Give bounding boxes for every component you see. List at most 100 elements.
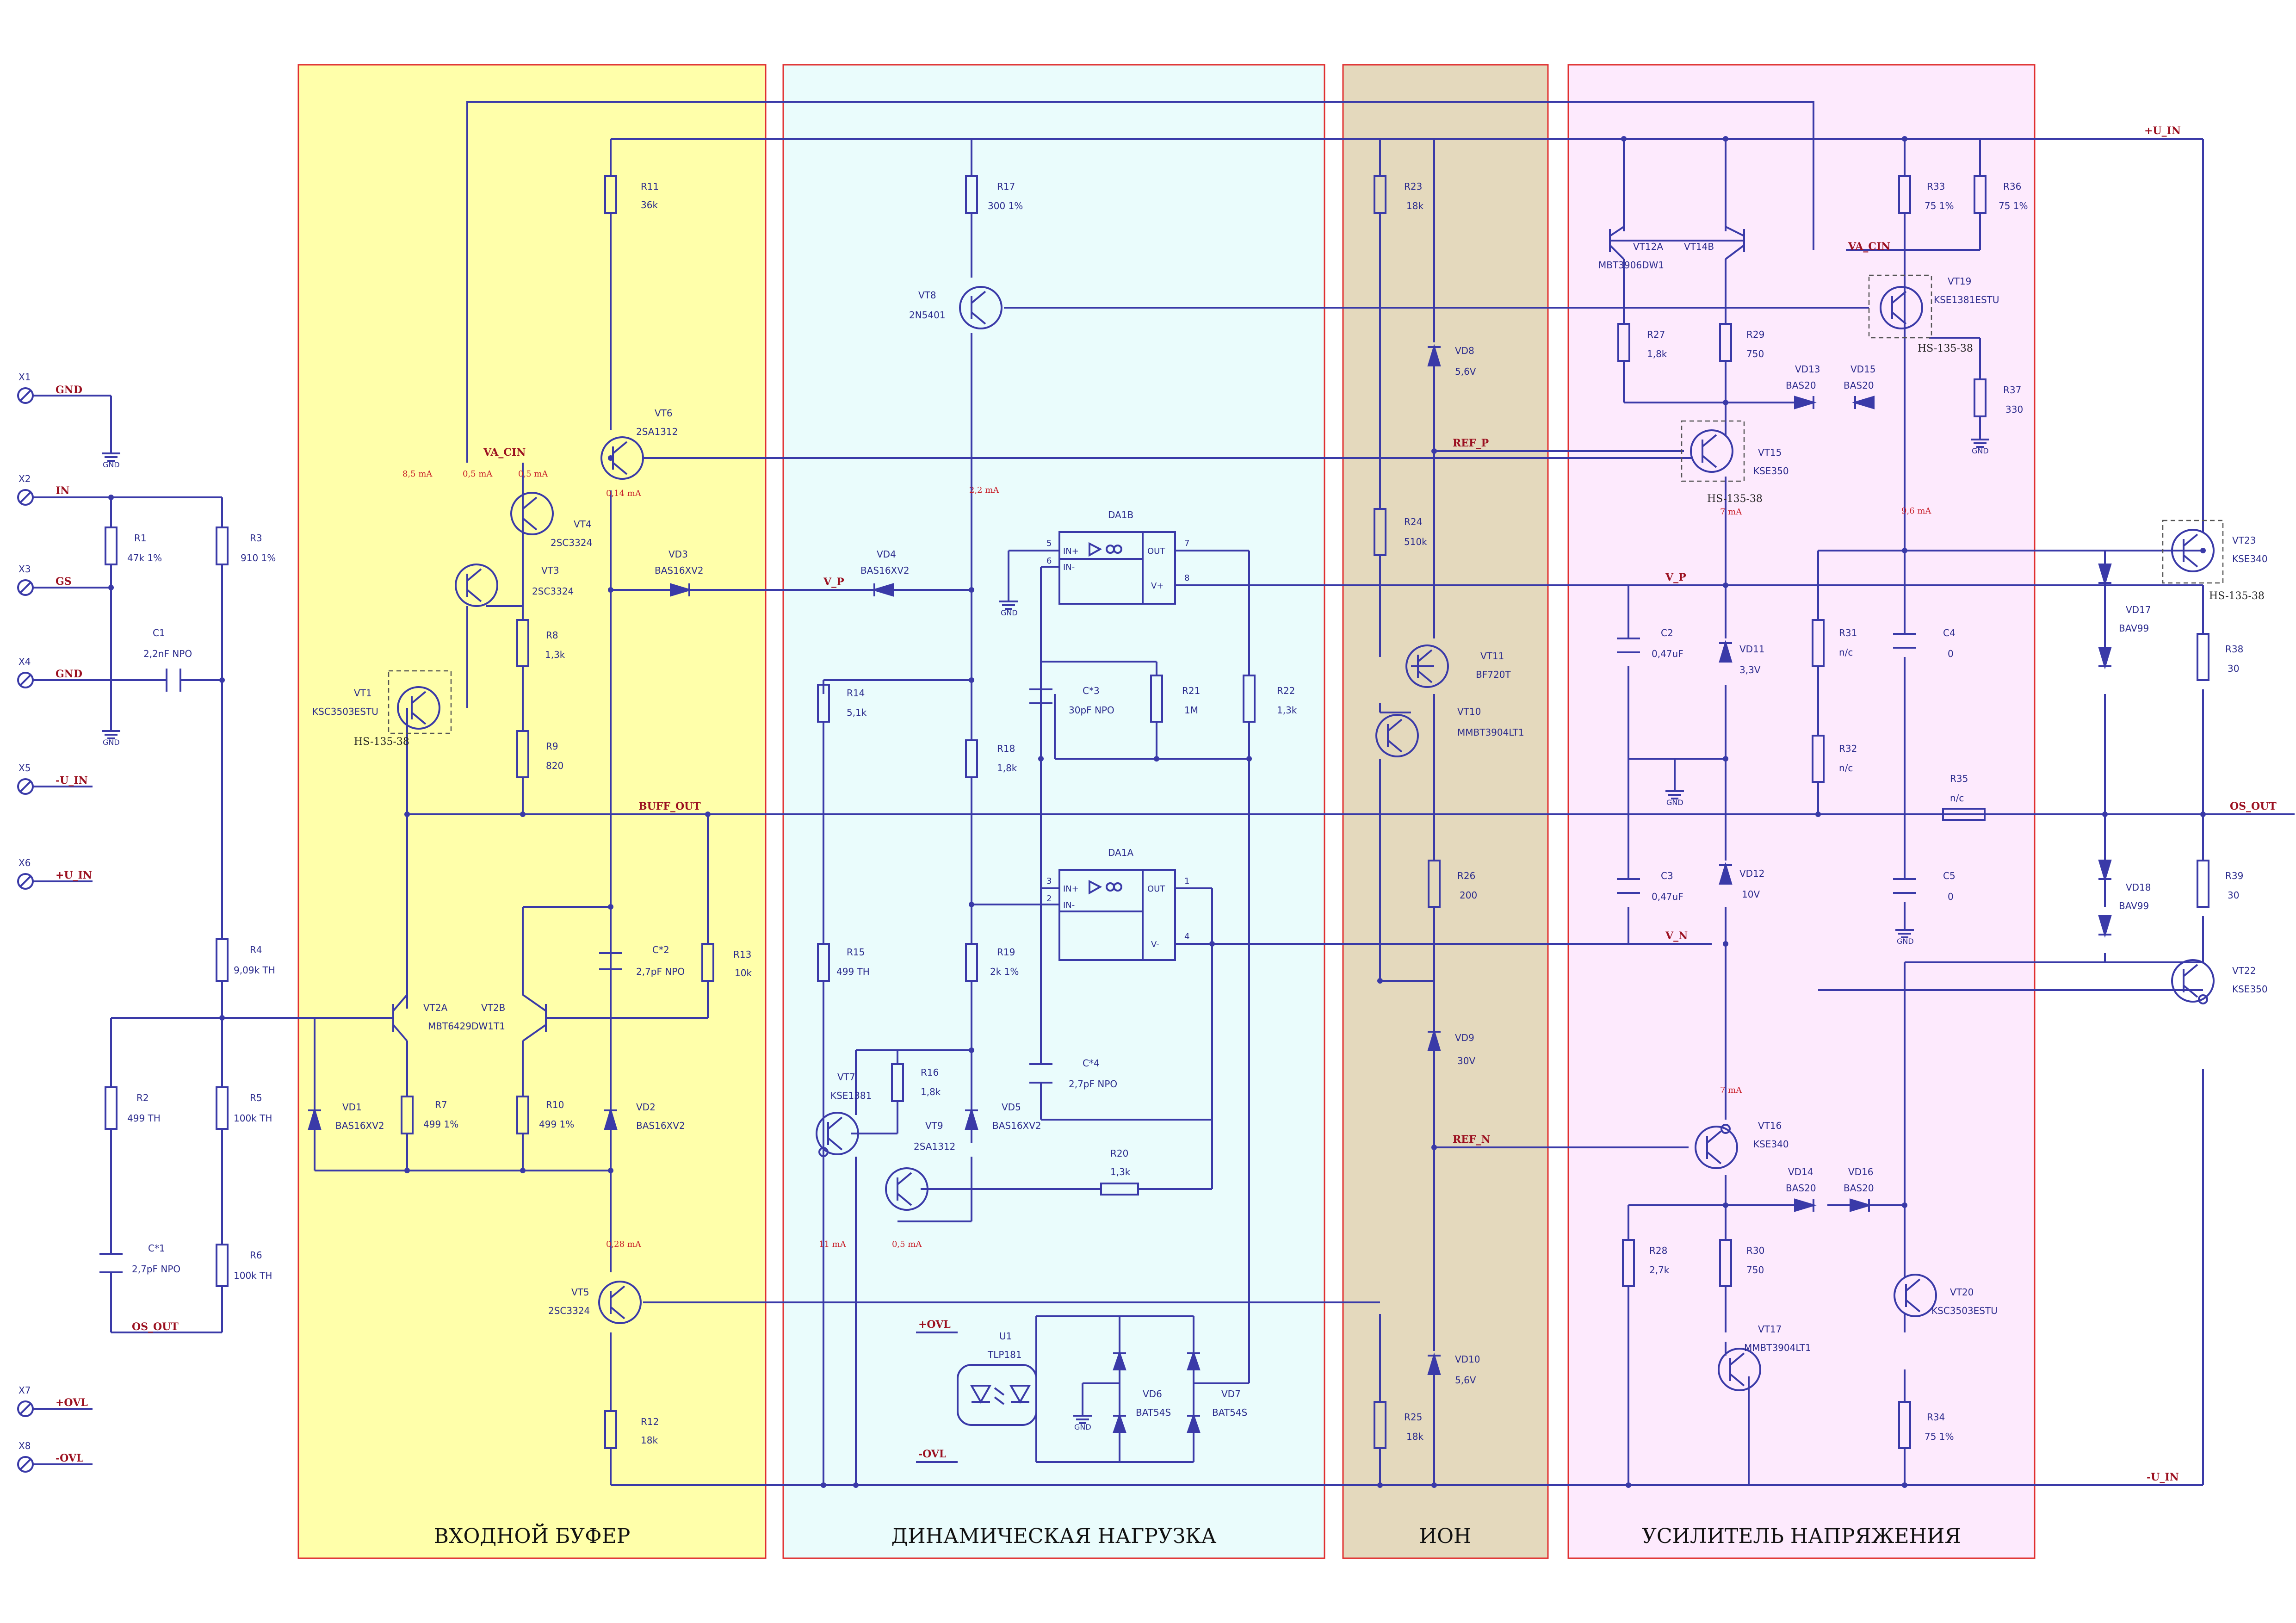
connector-x7[interactable]: X7 xyxy=(17,1385,34,1417)
connector-x4[interactable]: X4 xyxy=(17,656,34,688)
capacitor-c4[interactable]: C40 xyxy=(1893,627,1956,659)
capacitor-c4-star[interactable]: C*42,7pF NPO xyxy=(1029,1058,1117,1090)
capacitor-c1-star[interactable]: C*12,7pF NPO xyxy=(99,1243,180,1275)
ic-da1a[interactable]: DA1A IN+ IN- OUT V- 3 2 1 4 xyxy=(1046,847,1189,961)
connector-x3[interactable]: X3 xyxy=(17,564,34,596)
resistor-r4[interactable]: R49,09k TH xyxy=(216,938,275,982)
capacitor-c3[interactable]: C30,47uF xyxy=(1617,870,1683,902)
svg-text:VT15: VT15 xyxy=(1758,447,1782,458)
connector-x5[interactable]: X5 xyxy=(17,762,34,795)
capacitor-c1[interactable]: C12,2nF NPO xyxy=(143,627,192,692)
capacitor-c5[interactable]: C50 xyxy=(1893,870,1956,902)
connector-x6[interactable]: X6 xyxy=(17,857,34,890)
connector-x8[interactable]: X8 xyxy=(17,1440,34,1473)
svg-text:499 TH: 499 TH xyxy=(836,966,870,977)
transistor-vt2a[interactable]: VT2A xyxy=(392,994,448,1042)
transistor-vt14b[interactable]: VT14B xyxy=(1684,226,1745,260)
resistor-r8[interactable]: R81,3k xyxy=(516,619,565,667)
ic-da1b[interactable]: DA1B IN+ IN- OUT V+ 5 6 7 8 xyxy=(1046,509,1189,605)
capacitor-c2[interactable]: C20,47uF xyxy=(1617,627,1683,659)
capacitor-c2-star[interactable]: C*22,7pF NPO xyxy=(599,944,685,977)
connector-x1[interactable]: X1 xyxy=(17,372,34,404)
connector-x2[interactable]: X2 xyxy=(17,473,34,506)
optocoupler-u1[interactable]: U1 TLP181 xyxy=(957,1331,1037,1426)
